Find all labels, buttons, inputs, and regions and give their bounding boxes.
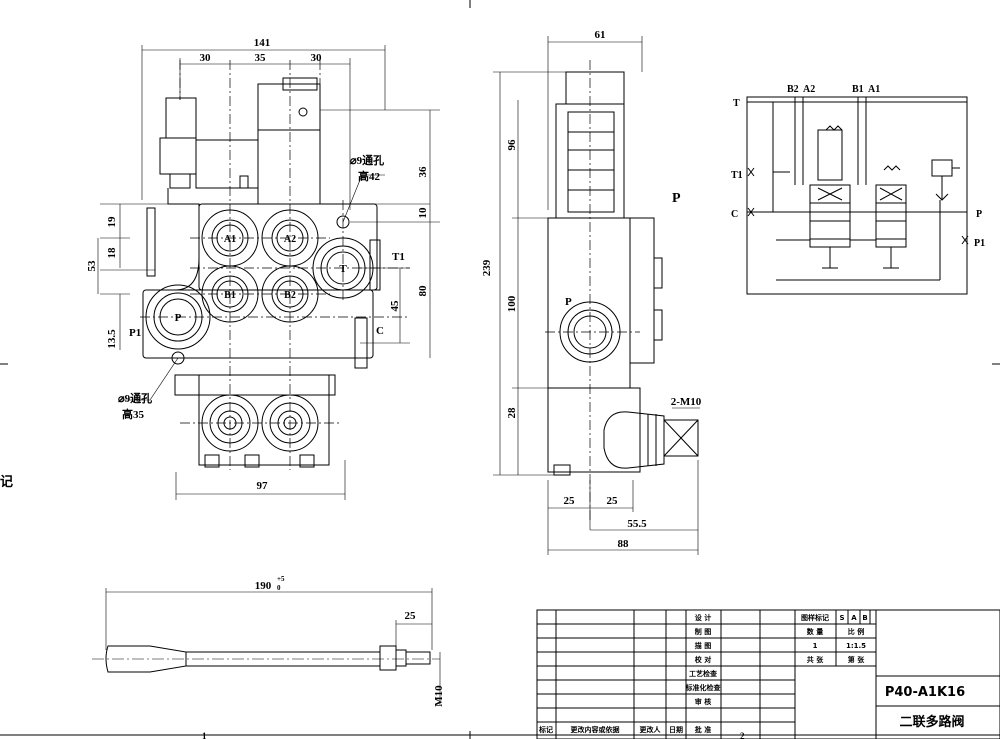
port-label-t1: T1 bbox=[392, 251, 405, 263]
tb-qty: 数 量 bbox=[807, 627, 823, 636]
schematic-labels: B2 A2 B1 A1 T T1 C P P1 bbox=[731, 84, 985, 249]
dim-100: 100 bbox=[506, 295, 518, 312]
dim-45: 45 bbox=[389, 300, 401, 312]
dim-18: 18 bbox=[106, 247, 118, 259]
sch-p1: P1 bbox=[974, 238, 985, 249]
tb-footer-content: 更改内容或依据 bbox=[571, 725, 620, 734]
tb-row-8: 批 准 bbox=[695, 725, 711, 734]
port-label-b1: B1 bbox=[224, 290, 236, 301]
tb-stage: 图样标记 bbox=[801, 613, 829, 622]
tb-row-4: 校 对 bbox=[695, 655, 711, 664]
handle-tol-upper: +5 bbox=[277, 575, 285, 583]
hydraulic-schematic bbox=[746, 96, 969, 295]
dim-55-5: 55.5 bbox=[627, 518, 647, 530]
handle-view bbox=[92, 588, 441, 705]
side-label-p: P bbox=[672, 191, 681, 206]
edge-left-char: 记 bbox=[0, 474, 13, 489]
hole-top-line2: 高42 bbox=[358, 169, 380, 183]
handle-tol-lower: 0 bbox=[277, 584, 281, 592]
dim-80: 80 bbox=[417, 285, 429, 297]
dim-30-left: 30 bbox=[200, 52, 212, 64]
dim-53: 53 bbox=[86, 260, 98, 272]
dim-30-right: 30 bbox=[311, 52, 323, 64]
dim-13-5: 13.5 bbox=[106, 329, 118, 349]
tb-model: P40-A1K16 bbox=[885, 685, 965, 700]
dim-10: 10 bbox=[417, 207, 429, 219]
port-label-b2: B2 bbox=[284, 290, 296, 301]
title-block bbox=[536, 609, 1000, 739]
port-label-p1: P1 bbox=[129, 327, 141, 339]
side-view bbox=[493, 36, 700, 555]
tb-row-2: 制 图 bbox=[695, 627, 711, 636]
tb-footer-date: 日期 bbox=[669, 725, 683, 734]
hole-top-line1: ⌀9通孔 bbox=[350, 154, 384, 167]
dim-96: 96 bbox=[506, 139, 518, 151]
side-port-p: P bbox=[565, 296, 572, 308]
handle-labels: 190 +5 0 25 M10 bbox=[255, 575, 445, 707]
sch-t: T bbox=[733, 98, 740, 109]
title-block-text: 设 计 制 图 描 图 校 对 工艺检查 标准化检查 审 核 批 准 标记 更改… bbox=[538, 613, 965, 734]
tb-qty-value: 1 bbox=[813, 642, 818, 650]
tb-name: 二联多路阀 bbox=[899, 714, 964, 730]
edge-bottom-1: 1 bbox=[202, 731, 207, 739]
sch-t1: T1 bbox=[731, 170, 743, 181]
dim-19: 19 bbox=[106, 216, 118, 228]
tb-row-7: 审 核 bbox=[695, 697, 711, 706]
front-view bbox=[97, 45, 440, 500]
dim-239: 239 bbox=[481, 259, 493, 276]
sch-b1: B1 bbox=[852, 84, 864, 95]
dim-141: 141 bbox=[254, 37, 271, 49]
sch-a2: A2 bbox=[803, 84, 815, 95]
handle-length: 190 bbox=[255, 580, 272, 592]
dim-2-m10: 2-M10 bbox=[671, 396, 702, 408]
port-label-c: C bbox=[376, 325, 384, 337]
sch-a1: A1 bbox=[868, 84, 880, 95]
port-label-a2: A2 bbox=[284, 234, 296, 245]
tb-footer-person: 更改人 bbox=[640, 725, 662, 734]
port-label-t: T bbox=[339, 263, 347, 275]
section-2-valve bbox=[875, 165, 907, 269]
tb-stage-a: A bbox=[851, 614, 857, 622]
port-label-p: P bbox=[175, 312, 182, 324]
tb-row-6: 标准化检查 bbox=[685, 683, 722, 692]
tb-ratio: 比 例 bbox=[848, 627, 864, 636]
dim-97: 97 bbox=[257, 480, 269, 492]
sch-b2: B2 bbox=[787, 84, 799, 95]
tb-footer-mark: 标记 bbox=[538, 725, 553, 734]
front-view-labels: 141 30 35 30 ⌀9通孔 高42 36 10 80 45 19 18 … bbox=[86, 37, 429, 492]
dim-25-a: 25 bbox=[564, 495, 576, 507]
dim-28: 28 bbox=[506, 407, 518, 419]
handle-end: 25 bbox=[405, 610, 417, 622]
section-1-valve bbox=[809, 125, 851, 269]
tb-ratio-value: 1:1.5 bbox=[846, 642, 866, 650]
dim-36: 36 bbox=[417, 166, 429, 178]
tb-sheet-n: 第 张 bbox=[848, 655, 865, 664]
tb-row-5: 工艺检查 bbox=[689, 669, 718, 678]
tb-stage-b: B bbox=[862, 614, 867, 622]
tb-stage-s: S bbox=[839, 614, 844, 622]
edge-bottom-2: 2 bbox=[740, 731, 745, 739]
tb-sheets: 共 张 bbox=[807, 655, 824, 664]
port-label-a1: A1 bbox=[224, 234, 236, 245]
dim-25-b: 25 bbox=[607, 495, 619, 507]
sch-c: C bbox=[731, 209, 738, 220]
dim-88: 88 bbox=[618, 538, 630, 550]
dim-61: 61 bbox=[595, 29, 606, 41]
side-view-labels: 61 96 239 100 28 P P 2-M10 25 25 55.5 88 bbox=[481, 29, 702, 550]
tb-row-3: 描 图 bbox=[695, 641, 711, 650]
hole-bottom-line1: ⌀9通孔 bbox=[118, 392, 152, 405]
sch-p: P bbox=[976, 209, 982, 220]
dim-35: 35 bbox=[255, 52, 267, 64]
hole-bottom-line2: 高35 bbox=[122, 407, 144, 421]
tb-row-1: 设 计 bbox=[695, 613, 711, 622]
handle-thread: M10 bbox=[433, 685, 445, 707]
